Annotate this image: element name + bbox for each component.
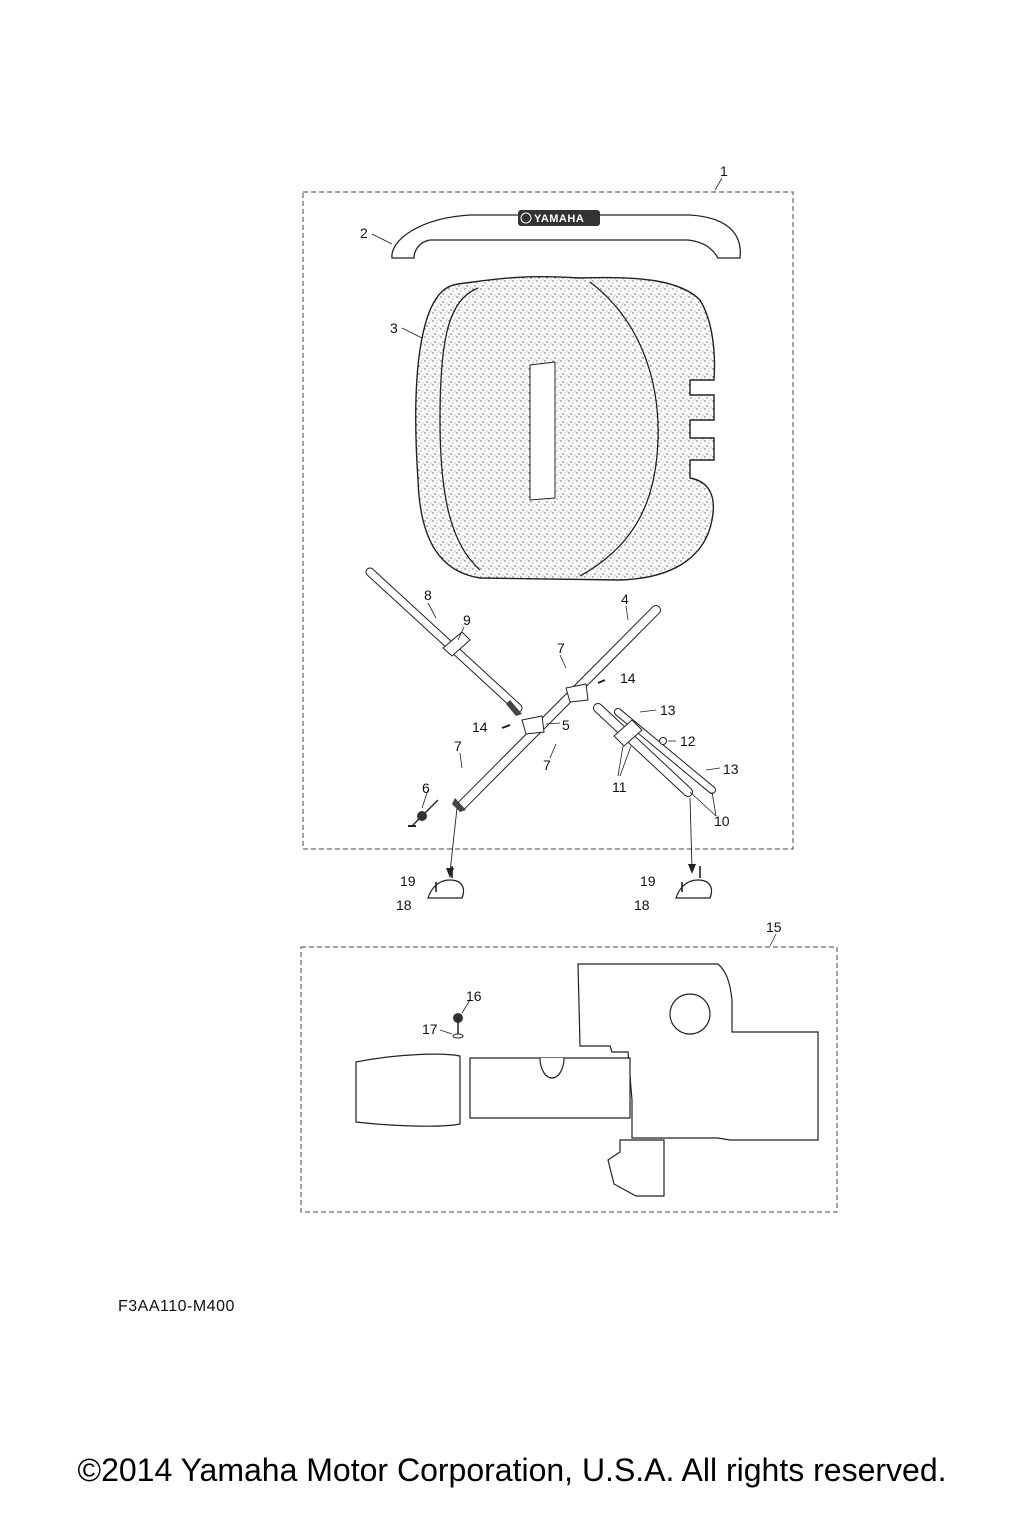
seat-cushion-part [415,275,716,581]
leader-line [439,1029,453,1035]
callout-4: 4 [621,591,629,607]
leader-line [625,605,629,621]
brand-logo: YAMAHA [534,213,584,225]
callout-17: 17 [422,1021,438,1037]
leader-line [371,233,393,245]
callout-18b: 18 [634,897,650,913]
leader-line [714,177,723,191]
group-box-1 [302,191,794,850]
leader-line [401,327,423,339]
callout-2: 2 [360,225,368,241]
callout-15: 15 [766,919,782,935]
callout-10: 10 [714,813,730,829]
leader-line [421,789,429,809]
callout-1: 1 [720,163,728,179]
callout-19a: 19 [400,873,416,889]
leader-line [769,933,777,947]
callout-8: 8 [424,587,432,603]
mount-bracket-18-right [675,866,713,899]
callout-9: 9 [463,612,471,628]
callout-16: 16 [466,988,482,1004]
pole-part-8 [365,567,523,716]
drawing-code: F3AA110-M400 [118,1298,235,1315]
callout-13a: 13 [660,702,676,718]
clip-part-6 [408,799,439,827]
callout-7b: 7 [543,757,551,773]
pole-part-4 [452,605,661,812]
leader-line [427,602,437,619]
leader-line [689,791,717,817]
callout-12: 12 [680,733,696,749]
callout-5: 5 [562,717,570,733]
callout-14b: 14 [472,719,488,735]
leader-line [545,722,561,725]
callout-13b: 13 [723,761,739,777]
mount-bracket-18-left [427,866,465,899]
pole-part-10 [593,703,716,797]
screw-part-14 [501,679,606,729]
callout-7c: 7 [454,738,462,754]
leader-line [711,791,717,817]
deck-mat-parts [355,963,819,1197]
leader-line [639,709,657,713]
handle-pad-part: YAMAHA [391,210,741,259]
leader-line [549,743,557,759]
callout-11: 11 [612,779,627,795]
callout-19b: 19 [640,873,656,889]
leader-line [617,745,624,777]
callout-7a: 7 [557,640,565,656]
callout-14a: 14 [620,670,636,686]
callout-6: 6 [422,780,430,796]
leader-line [619,745,632,777]
leader-line [459,752,463,769]
fastener-parts-16-17 [452,1013,464,1039]
mount-arrows [446,797,696,878]
leader-line [457,626,465,641]
leader-line [705,767,721,771]
leader-line [559,654,567,669]
leader-line [461,999,471,1014]
callout-3: 3 [390,320,398,336]
callout-18a: 18 [396,897,412,913]
copyright-notice: ©2014 Yamaha Motor Corporation, U.S.A. A… [77,1452,947,1488]
group-box-15 [300,946,838,1213]
